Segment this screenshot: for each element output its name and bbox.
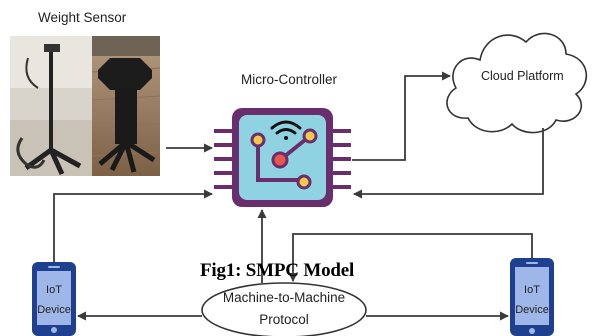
figure-caption: Fig1: SMPC Model (200, 260, 355, 281)
iot-left-label-line2: Device (37, 304, 71, 316)
connectors (53, 71, 544, 321)
wifi-icon (270, 120, 302, 140)
m2m-label-line1: Machine-to-Machine (223, 290, 345, 305)
phone-icon-right (510, 258, 554, 336)
weight-sensor-photo (10, 36, 161, 176)
arrow-right-device-to-m2m (288, 233, 533, 282)
cloud-icon (446, 32, 588, 134)
arrow-cloud-to-chip (353, 128, 544, 199)
iot-right-label-line1: IoT (524, 284, 540, 296)
arrow-left-device-to-chip (53, 189, 213, 262)
iot-right-label-line2: Device (515, 304, 549, 316)
cloud-platform-label: Cloud Platform (481, 69, 564, 83)
weight-sensor-label: Weight Sensor (38, 10, 127, 25)
micro-controller-label: Micro-Controller (241, 72, 338, 87)
phone-icon-left (32, 262, 76, 336)
m2m-protocol-shape (201, 282, 367, 336)
m2m-label-line2: Protocol (259, 312, 309, 327)
microcontroller-chip (214, 108, 351, 207)
iot-left-label-line1: IoT (46, 284, 62, 296)
arrow-chip-to-cloud (352, 71, 451, 161)
